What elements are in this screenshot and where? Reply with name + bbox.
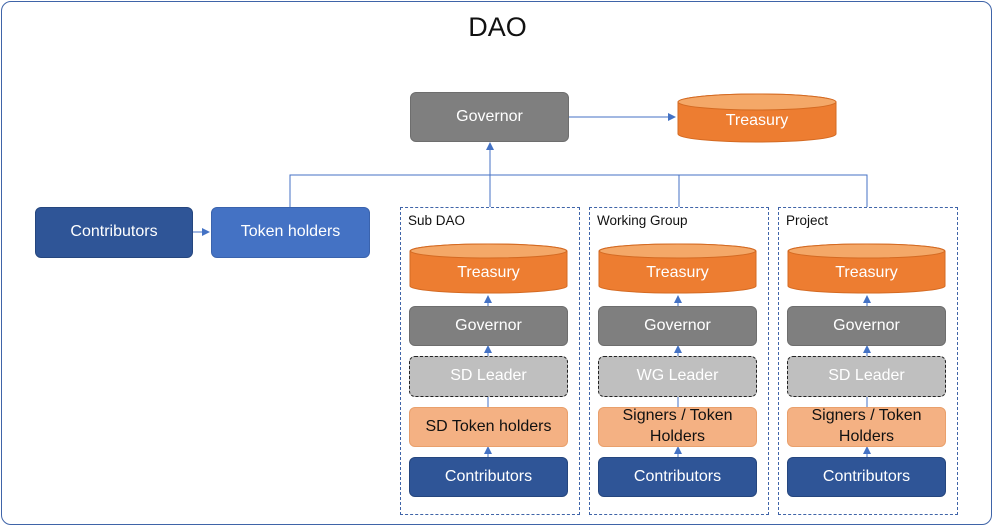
group-1-leader-node: WG Leader bbox=[598, 356, 757, 397]
group-sub-dao bbox=[400, 207, 580, 515]
group-label-working-group: Working Group bbox=[597, 213, 688, 228]
top-treasury-node: Treasury bbox=[677, 93, 837, 143]
group-2-treasury-node: Treasury bbox=[787, 243, 946, 294]
token-holders-node: Token holders bbox=[211, 207, 370, 258]
group-2-governor-node: Governor bbox=[787, 306, 946, 346]
contributors-node: Contributors bbox=[35, 207, 193, 258]
diagram-title: DAO bbox=[468, 12, 527, 42]
group-1-governor-node: Governor bbox=[598, 306, 757, 346]
top-treasury-label: Treasury bbox=[725, 112, 789, 129]
group-0-contributors-node: Contributors bbox=[409, 457, 568, 497]
group-0-treasury-node: Treasury bbox=[409, 243, 568, 294]
group-1-holders-node: Signers / Token Holders bbox=[598, 407, 757, 447]
group-2-contributors-node: Contributors bbox=[787, 457, 946, 497]
group-2-holders-node: Signers / Token Holders bbox=[787, 407, 946, 447]
group-label-project: Project bbox=[786, 213, 829, 228]
group-1-contributors-node: Contributors bbox=[598, 457, 757, 497]
group-0-leader-node: SD Leader bbox=[409, 356, 568, 397]
group-project bbox=[778, 207, 958, 515]
group-0-holders-node: SD Token holders bbox=[409, 407, 568, 447]
group-0-governor-node: Governor bbox=[409, 306, 568, 346]
group-2-leader-node: SD Leader bbox=[787, 356, 946, 397]
group-1-treasury-label: Treasury bbox=[646, 264, 709, 281]
connector-bus bbox=[289, 174, 868, 207]
top-governor-node: Governor bbox=[410, 92, 569, 142]
group-label-sub-dao: Sub DAO bbox=[408, 213, 466, 228]
group-2-treasury-label: Treasury bbox=[835, 264, 898, 281]
group-0-treasury-label: Treasury bbox=[457, 264, 520, 281]
group-working-group bbox=[589, 207, 769, 515]
group-1-treasury-node: Treasury bbox=[598, 243, 757, 294]
